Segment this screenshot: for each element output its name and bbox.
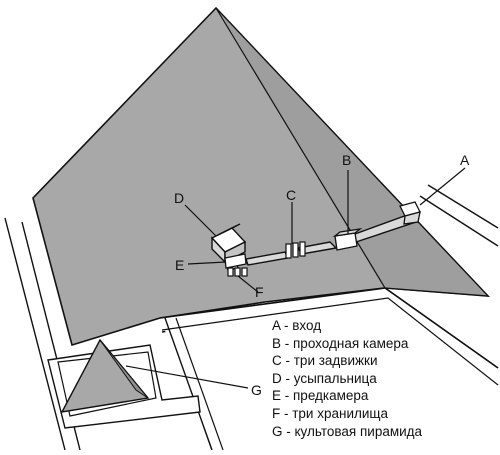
legend-item-g: G - культовая пирамида xyxy=(272,423,423,439)
legend: A - вход B - проходная камера C - три за… xyxy=(272,317,498,440)
legend-item-d: D - усыпальница xyxy=(272,370,377,386)
legend-item-f: F - три хранилища xyxy=(272,405,389,421)
callout-g: G xyxy=(251,382,262,398)
entrance-a xyxy=(399,201,421,225)
callout-b: B xyxy=(342,152,351,168)
pyramid-right-face xyxy=(215,7,490,297)
legend-item-e: E - предкамера xyxy=(272,388,369,404)
legend-item-a: A - вход xyxy=(272,318,322,333)
antechamber-e xyxy=(224,253,247,269)
legend-item-b: B - проходная камера xyxy=(272,335,409,351)
callout-f: F xyxy=(255,284,264,300)
callout-e: E xyxy=(175,257,184,273)
satellite-pyramid xyxy=(47,338,201,429)
ground-cutout xyxy=(160,288,498,450)
callout-a: A xyxy=(460,152,470,168)
storerooms-f xyxy=(227,267,248,277)
portcullis-c xyxy=(285,241,306,259)
callout-d: D xyxy=(174,190,184,206)
callout-c: C xyxy=(286,187,296,203)
legend-item-c: C - три задвижки xyxy=(272,353,378,369)
burial-chamber-d xyxy=(210,223,247,264)
leader-lines xyxy=(125,167,466,389)
